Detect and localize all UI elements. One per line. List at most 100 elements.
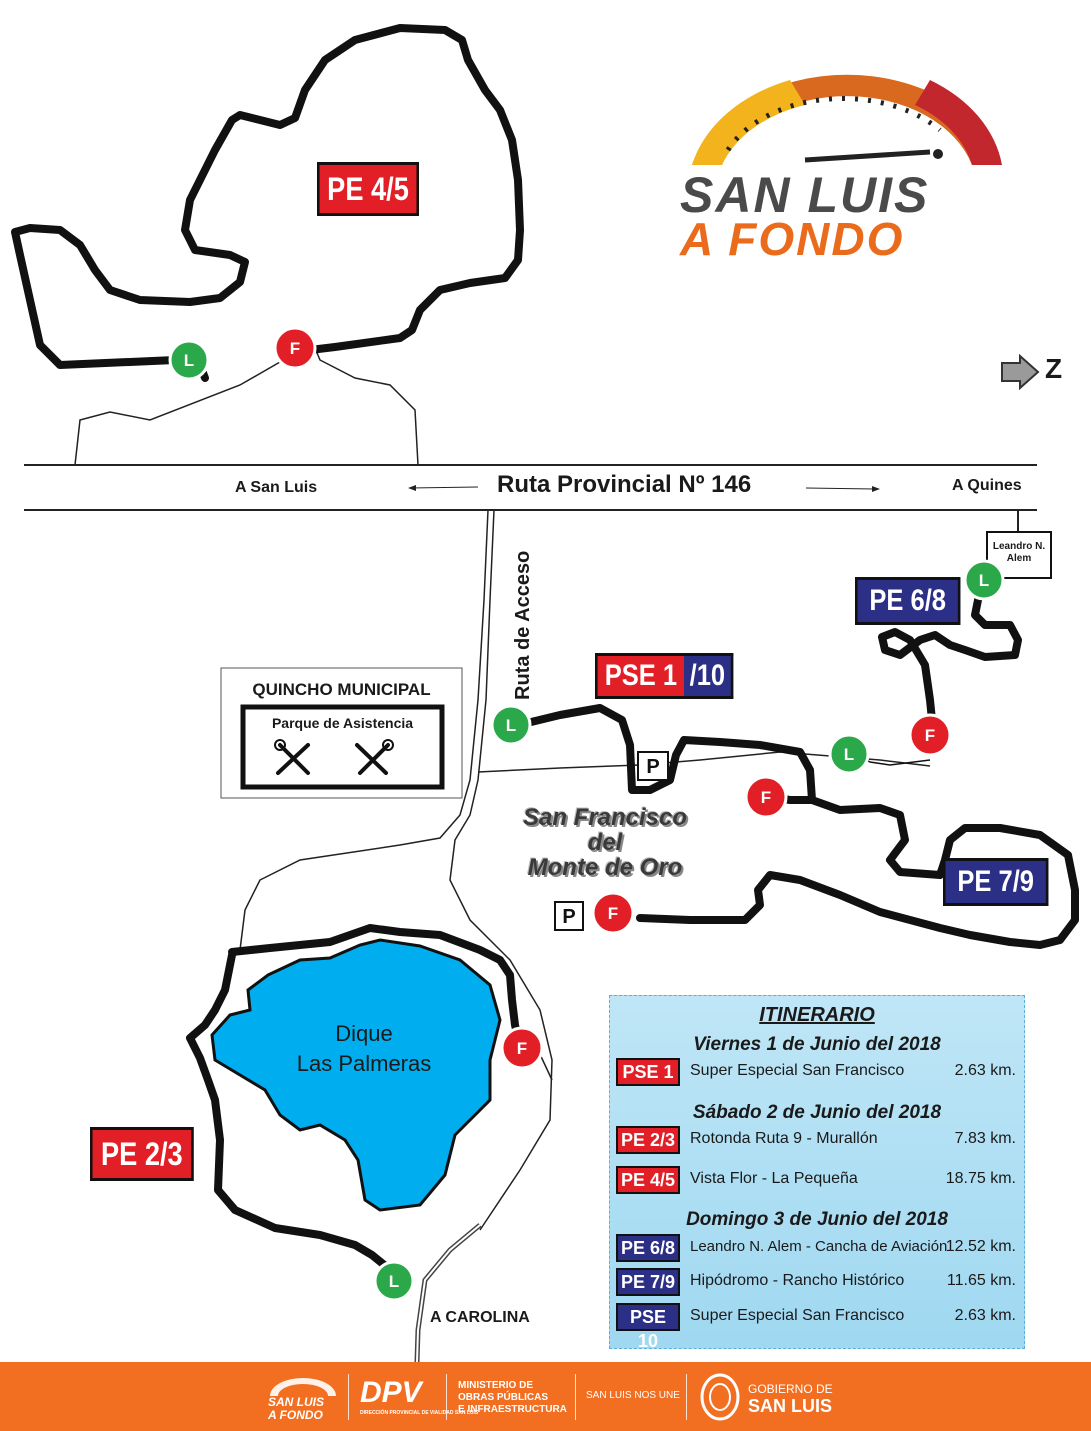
logo-line-a-fondo: A FONDO: [680, 213, 905, 265]
start-letter: L: [389, 1272, 399, 1291]
start-markers: [168, 339, 1005, 1302]
access-road-label: Ruta de Acceso: [512, 550, 534, 700]
stage-badge-pse1: PSE 1: [595, 653, 685, 699]
access-road-east-edge: [449, 509, 553, 1231]
ministry-line3: E INFRAESTRUCTURA: [458, 1404, 567, 1415]
start-marker-pe68: [963, 559, 1005, 601]
itinerary-stage-name: Hipódromo - Rancho Histórico: [690, 1272, 905, 1289]
parking-letter: P: [562, 906, 575, 928]
government-line2: SAN LUIS: [748, 1396, 833, 1416]
footer-separator: [348, 1374, 349, 1420]
itinerary-stage-name: Rotonda Ruta 9 - Murallón: [690, 1130, 878, 1147]
track-pe23-west: [186, 951, 392, 1272]
parking-marker: [637, 751, 669, 781]
itinerary-panel: ITINERARIO Viernes 1 de Junio del 2018 P…: [609, 995, 1025, 1351]
track-pe45: [11, 24, 524, 369]
track-pse-110: [523, 704, 816, 804]
start-marker-pe79: [828, 733, 870, 775]
dpv-logo: DPV: [360, 1376, 422, 1409]
north-arrow-icon: [1001, 353, 1040, 391]
parking-marker: [554, 901, 584, 931]
start-letter: L: [506, 716, 516, 735]
leandro-label-line2: Alem: [1006, 553, 1032, 564]
arrow-west-head: [408, 485, 416, 491]
start-letter: L: [844, 745, 854, 764]
footer-logo-line2: A FONDO: [268, 1408, 323, 1422]
finish-letter: F: [761, 788, 771, 807]
finish-marker-pe23: [500, 1026, 544, 1070]
stage-badge-pe68: PE 6/8: [855, 577, 961, 625]
finish-marker-pe68: [908, 713, 952, 757]
itinerary-row: PSE 10 Super Especial San Francisco 2.63…: [616, 1303, 1020, 1351]
speedometer-icon: [692, 74, 1002, 165]
itinerary-stage-badge: PE 2/3: [616, 1126, 680, 1154]
north-label: Z: [1045, 353, 1063, 384]
itinerary-stage-distance: 7.83 km.: [954, 1130, 1016, 1147]
quincho-title: QUINCHO MUNICIPAL: [252, 680, 431, 699]
finish-letter: F: [925, 726, 935, 745]
local-roads: [74, 347, 931, 1231]
itinerary-day3: Domingo 3 de Junio del 2018: [686, 1209, 948, 1230]
footer-separator: [575, 1374, 576, 1420]
finish-letter: F: [608, 904, 618, 923]
wrench-head-icon: [274, 739, 286, 751]
logo-line-san-luis: SAN LUIS: [680, 167, 930, 223]
itinerary-row: PE 7/9 Hipódromo - Rancho Histórico 11.6…: [616, 1268, 1020, 1296]
leandro-label-line1: Leandro N.: [992, 541, 1046, 552]
rally-map: L L L L L F F F F F P P: [11, 24, 1079, 1362]
itinerary-stage-distance: 2.63 km.: [954, 1307, 1016, 1324]
start-marker-pe45: [168, 339, 210, 381]
footer-separator: [686, 1374, 687, 1420]
footer-speedometer-icon: [270, 1378, 336, 1396]
finish-marker-pe79: [591, 891, 635, 935]
itinerary-stage-badge: PSE 1: [616, 1058, 680, 1086]
parking-letters: P P: [562, 756, 659, 928]
itinerary-stage-name: Vista Flor - La Pequeña: [690, 1170, 858, 1187]
wrench-head-icon: [382, 739, 394, 751]
assistance-park-label: Parque de Asistencia: [271, 715, 414, 731]
finish-marker-pse: [744, 775, 788, 819]
finish-letter: F: [290, 339, 300, 358]
town-name-line2: del: [587, 829, 623, 856]
lake-dique-las-palmeras: [210, 938, 502, 1212]
start-marker-pe23: [373, 1260, 415, 1302]
direction-san-luis: A San Luis: [235, 479, 318, 496]
itinerary-stage-distance: 11.65 km.: [946, 1272, 1016, 1289]
sponsor-footer: SAN LUIS A FONDO DPV DIRECCIÓN PROVINCIA…: [0, 1362, 1091, 1431]
itinerary-row: PSE 1 Super Especial San Francisco 2.63 …: [616, 1058, 1020, 1086]
itinerary-day1: Viernes 1 de Junio del 2018: [693, 1034, 941, 1055]
itinerary-stage-distance: 18.75 km.: [945, 1170, 1016, 1187]
itinerary-row: PE 4/5 Vista Flor - La Pequeña 18.75 km.: [616, 1166, 1020, 1194]
lake-name-line2: Las Palmeras: [296, 1051, 432, 1076]
ministry-line1: MINISTERIO DE: [458, 1380, 534, 1391]
finish-letter: F: [517, 1039, 527, 1058]
marker-letters: L L L L L F F F F F: [184, 339, 989, 1291]
itinerary-day2: Sábado 2 de Junio del 2018: [692, 1102, 942, 1123]
finish-marker-pe45: [273, 326, 317, 370]
track-pe23-east: [228, 924, 522, 1042]
finish-markers: [273, 326, 952, 1070]
itinerary-row: PE 2/3 Rotonda Ruta 9 - Murallón 7.83 km…: [616, 1126, 1020, 1154]
start-letter: L: [184, 351, 194, 370]
pe45-access-west: [74, 361, 281, 466]
arrow-east-head: [872, 486, 880, 492]
dpv-subtitle: DIRECCIÓN PROVINCIAL DE VIALIDAD SAN LUI…: [360, 1410, 479, 1416]
track-pe79: [636, 796, 1079, 949]
stage-badge-pe23: PE 2/3: [90, 1127, 194, 1181]
itinerary-stage-distance: 12.52 km.: [945, 1238, 1016, 1255]
start-marker-pse: [490, 704, 532, 746]
town-name-line1: San Francisco: [522, 804, 688, 831]
direction-carolina: A CAROLINA: [430, 1309, 530, 1326]
itinerary-stage-distance: 2.63 km.: [954, 1062, 1016, 1079]
itinerary-stage-badge: PSE 10: [616, 1303, 680, 1351]
itinerary-title: ITINERARIO: [759, 1004, 875, 1026]
stage-badge-pse10: /10: [684, 653, 734, 699]
start-letter: L: [979, 571, 989, 590]
access-road-west-edge: [239, 509, 489, 951]
lake-name-line1: Dique: [335, 1021, 393, 1046]
stage-badge-pe45: PE 4/5: [317, 162, 419, 216]
itinerary-row: PE 6/8 Leandro N. Alem - Cancha de Aviac…: [616, 1234, 1020, 1262]
town-street: [477, 751, 931, 773]
wrench-icon: [276, 743, 390, 775]
stage-tracks: [11, 24, 1079, 1272]
